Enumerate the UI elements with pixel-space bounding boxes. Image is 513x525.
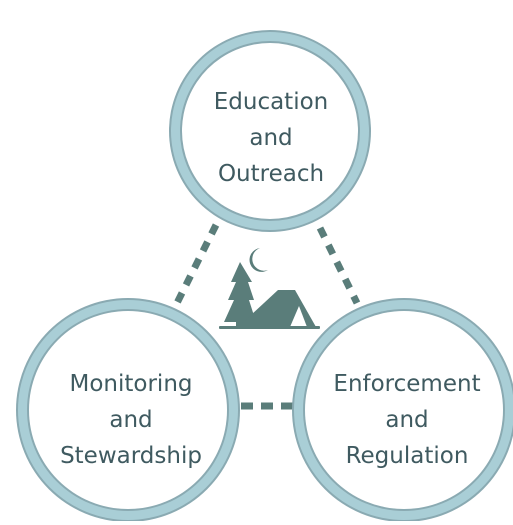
label-monitoring-stewardship: Monitoring and Stewardship [31,366,231,474]
node-education-outreach [169,30,371,232]
node-monitoring-stewardship [16,298,240,522]
label-enforcement-regulation: Enforcement and Regulation [307,366,507,474]
pine-tree-icon [224,262,256,328]
label-line: Outreach [217,161,325,187]
label-line: Monitoring [69,371,193,397]
node-enforcement-regulation [292,298,513,522]
label-line: Enforcement [333,371,481,397]
label-line: and [249,125,293,151]
connector-education-monitoring [172,223,220,307]
ground-line [219,326,320,329]
label-line: Regulation [345,443,469,469]
connector-education-enforcement [316,226,361,305]
label-line: and [109,407,153,433]
label-line: and [385,407,429,433]
moon-icon [249,248,268,272]
label-education-outreach: Education and Outreach [171,84,371,192]
label-line: Education [213,89,329,115]
label-line: Stewardship [60,443,202,469]
camp-tent-pine-moon-icon [219,248,320,329]
